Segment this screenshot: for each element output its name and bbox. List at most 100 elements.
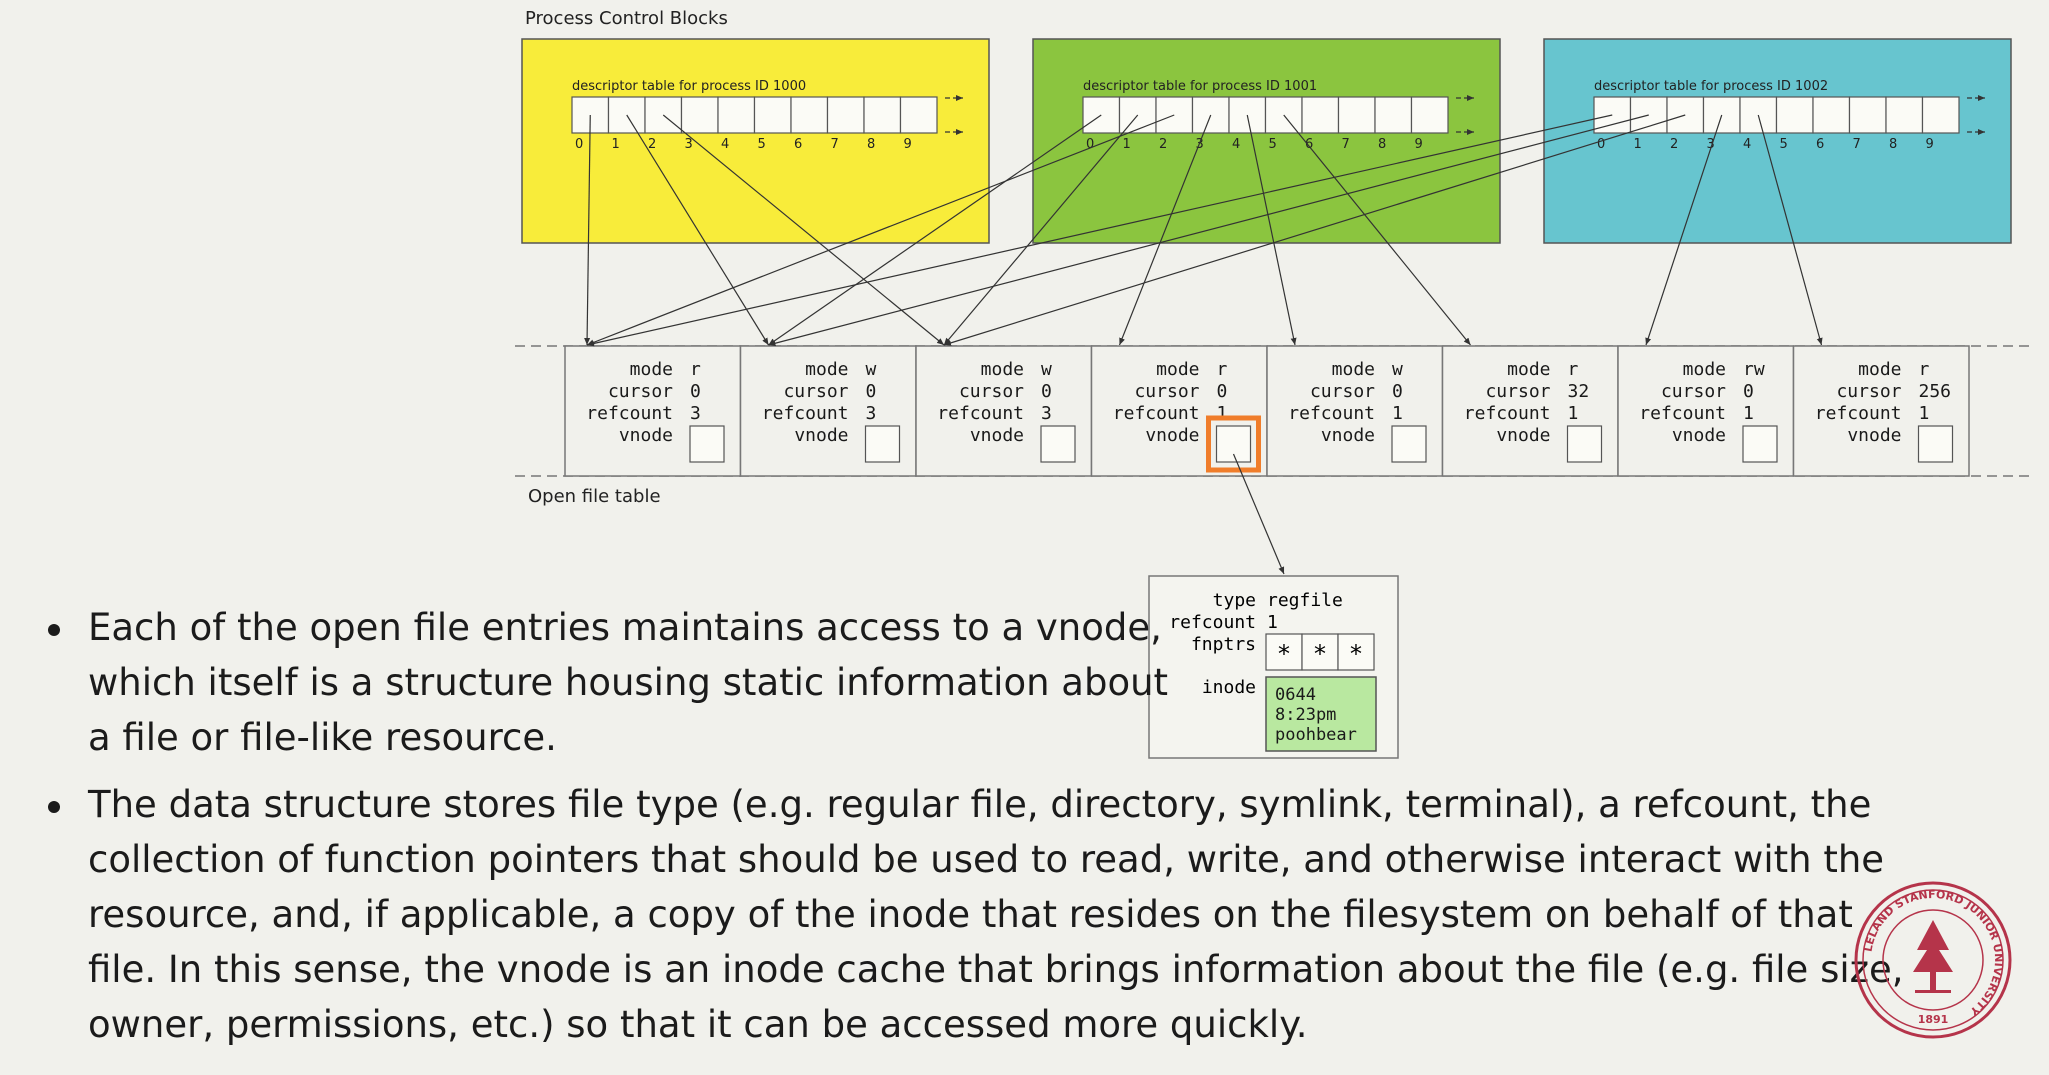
- descriptor-slot: [1301, 96, 1340, 134]
- slot-index: 3: [1707, 137, 1715, 152]
- descriptor-slot: [863, 96, 902, 134]
- descriptor-slot: [717, 96, 756, 134]
- entry-field-label: refcount: [762, 403, 849, 424]
- vnode-structure: type regfile refcount 1 fnptrs *** inode…: [1148, 575, 1399, 759]
- slot-index: 4: [1232, 137, 1240, 152]
- inode-line: poohbear: [1275, 725, 1357, 745]
- vnode-type-label: type: [1213, 590, 1256, 611]
- entry-field-label: cursor: [1836, 381, 1901, 402]
- fnptr-cell: [1337, 633, 1375, 671]
- entry-field-value: 1: [1217, 403, 1228, 424]
- entry-field-label: vnode: [1672, 425, 1726, 446]
- bullet-dot: [48, 624, 60, 636]
- slot-index: 7: [1342, 137, 1350, 152]
- entry-field-label: mode: [1507, 359, 1550, 380]
- slot-index: 0: [1597, 137, 1605, 152]
- entry-field-label: mode: [1156, 359, 1199, 380]
- pointer-arrow: [626, 114, 770, 346]
- entry-field-value: 1: [1919, 403, 1930, 424]
- entry-field-label: refcount: [1815, 403, 1902, 424]
- descriptor-slot: [826, 96, 865, 134]
- entry-field-value: w: [866, 359, 877, 380]
- slot-index: 2: [1670, 137, 1678, 152]
- vnode-pointer-box: [689, 425, 725, 463]
- slot-index: 5: [758, 137, 766, 152]
- descriptor-slot: [1921, 96, 1960, 134]
- process-block: [1543, 38, 2012, 244]
- slot-index: 1: [612, 137, 620, 152]
- slot-index: 6: [1816, 137, 1824, 152]
- pointer-arrow: [768, 114, 1102, 346]
- pointer-arrow: [943, 114, 1686, 346]
- entry-field-label: mode: [630, 359, 673, 380]
- descriptor-slot: [1702, 96, 1741, 134]
- slot-index: 9: [1926, 137, 1934, 152]
- bullet-item: The data structure stores file type (e.g…: [40, 777, 1928, 1052]
- pointer-arrow: [584, 114, 591, 346]
- slot-index: 8: [1378, 137, 1386, 152]
- entry-field-value: w: [1041, 359, 1052, 380]
- pointer-arrow: [1757, 114, 1823, 346]
- entry-field-label: vnode: [1847, 425, 1901, 446]
- slot-index: 7: [1853, 137, 1861, 152]
- entry-field-label: refcount: [1113, 403, 1200, 424]
- slot-index: 2: [648, 137, 656, 152]
- slot-index: 4: [721, 137, 729, 152]
- slot-index: 5: [1780, 137, 1788, 152]
- pointer-arrow: [1645, 114, 1723, 346]
- entry-field-value: 256: [1919, 381, 1952, 402]
- descriptor-slot: [1812, 96, 1851, 134]
- entry-field-value: w: [1392, 359, 1403, 380]
- entry-field-label: vnode: [970, 425, 1024, 446]
- descriptor-slot: [1374, 96, 1413, 134]
- fnptr-cell: [1301, 633, 1339, 671]
- entry-field-label: cursor: [1310, 381, 1375, 402]
- process-block: [521, 38, 990, 244]
- entry-field-label: mode: [1858, 359, 1901, 380]
- inode-line: 8:23pm: [1275, 705, 1336, 725]
- vnode-refcount-label: refcount: [1169, 612, 1256, 633]
- entry-field-label: cursor: [783, 381, 848, 402]
- descriptor-slot: [1410, 96, 1449, 134]
- entry-field-label: cursor: [959, 381, 1024, 402]
- pointer-arrow: [768, 114, 1649, 347]
- pointer-arrow: [586, 114, 1613, 347]
- vnode-pointer-box: [1391, 425, 1427, 463]
- entry-field-value: 3: [1041, 403, 1052, 424]
- bullet-text: The data structure stores file type (e.g…: [88, 783, 1904, 1046]
- entry-field-label: refcount: [937, 403, 1024, 424]
- vnode-fnptrs-label: fnptrs: [1191, 634, 1256, 655]
- pointer-arrow: [1246, 114, 1297, 346]
- entry-field-label: vnode: [1145, 425, 1199, 446]
- entry-field-value: 1: [1743, 403, 1754, 424]
- fnptr-cells: ***: [1265, 633, 1375, 671]
- entry-field-label: mode: [1332, 359, 1375, 380]
- entry-field-value: 32: [1568, 381, 1590, 402]
- slot-index: 6: [794, 137, 802, 152]
- pointer-arrow: [943, 114, 1139, 346]
- vnode-inode-label: inode: [1202, 677, 1256, 698]
- vnode-pointer-box: [1215, 425, 1252, 463]
- entry-field-label: mode: [805, 359, 848, 380]
- entry-field-label: vnode: [1321, 425, 1375, 446]
- descriptor-slot: [790, 96, 829, 134]
- entry-field-value: 3: [690, 403, 701, 424]
- entry-field-label: cursor: [1661, 381, 1726, 402]
- entry-field-label: cursor: [608, 381, 673, 402]
- descriptor-slot: [1885, 96, 1924, 134]
- vnode-pointer-box: [1040, 425, 1076, 463]
- entry-field-value: r: [1568, 359, 1579, 380]
- slot-index: 0: [1086, 137, 1094, 152]
- process-block: [1032, 38, 1501, 244]
- entry-field-label: cursor: [1134, 381, 1199, 402]
- entry-field-value: 0: [866, 381, 877, 402]
- entry-field-label: vnode: [1496, 425, 1550, 446]
- entry-field-value: 1: [1568, 403, 1579, 424]
- pointer-arrow: [586, 114, 1175, 346]
- stanford-seal: LELAND STANFORD JUNIOR UNIVERSITY 1891: [1854, 881, 2012, 1039]
- slot-index: 3: [685, 137, 693, 152]
